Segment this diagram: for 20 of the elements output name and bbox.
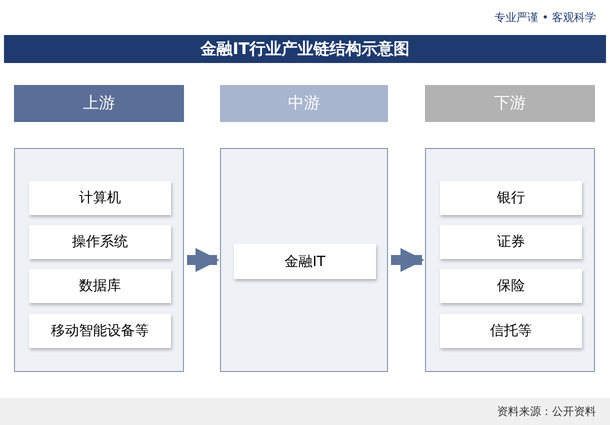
item-box: 信托等 bbox=[440, 314, 582, 348]
item-box: 金融IT bbox=[234, 244, 376, 279]
stage-header: 中游 bbox=[220, 85, 388, 122]
panel bbox=[220, 148, 388, 372]
arrow bbox=[391, 248, 424, 272]
panel bbox=[14, 148, 184, 372]
item-box: 银行 bbox=[440, 181, 582, 215]
source-note: 资料来源：公开资料 bbox=[497, 404, 596, 419]
item-box: 操作系统 bbox=[29, 225, 171, 259]
panel bbox=[425, 148, 595, 372]
stage-header: 下游 bbox=[425, 85, 595, 122]
title-banner: 金融IT行业产业链结构示意图 bbox=[4, 35, 606, 63]
item-box: 移动智能设备等 bbox=[29, 314, 171, 348]
item-box: 计算机 bbox=[29, 181, 171, 215]
stage-header: 上游 bbox=[14, 85, 184, 122]
arrow bbox=[187, 248, 220, 272]
item-box: 数据库 bbox=[29, 269, 171, 303]
tagline: 专业严谨 • 客观科学 bbox=[494, 10, 596, 25]
item-box: 证券 bbox=[440, 225, 582, 259]
item-box: 保险 bbox=[440, 269, 582, 303]
